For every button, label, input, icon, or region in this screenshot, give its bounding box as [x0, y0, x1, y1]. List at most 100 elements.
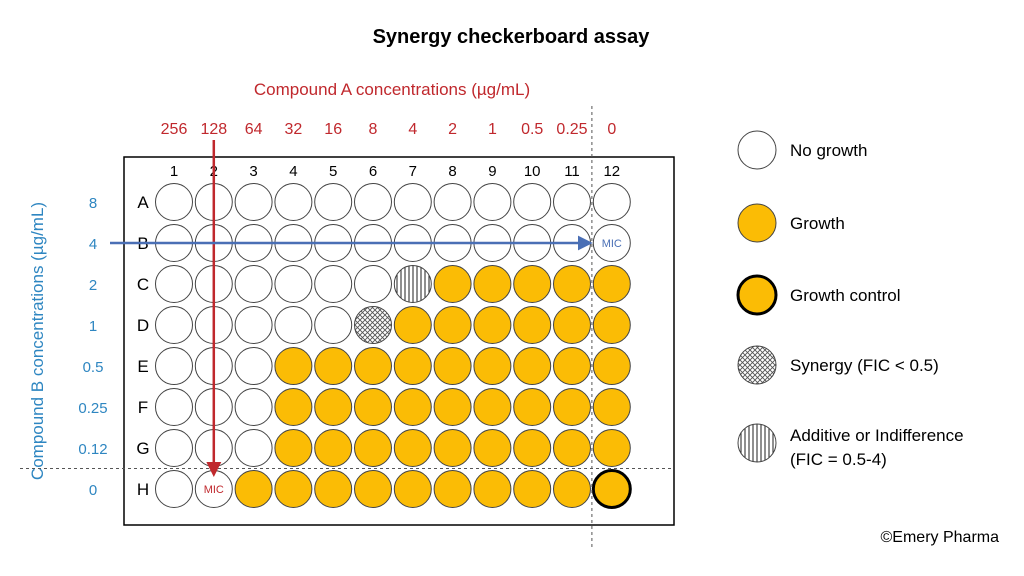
well-H1	[155, 470, 193, 508]
well-F5	[314, 388, 353, 426]
well-A10	[513, 183, 552, 221]
well-G1	[155, 429, 193, 467]
well-E5	[314, 347, 353, 385]
well-C4	[274, 265, 313, 303]
well-A11	[553, 183, 591, 221]
well-G7	[393, 429, 432, 467]
column-label: 5	[329, 163, 337, 180]
well-D9	[473, 306, 512, 344]
well-A5	[314, 183, 353, 221]
column-label: 10	[524, 163, 541, 180]
compound-a-tick: 0	[607, 121, 616, 138]
well-A1	[155, 183, 193, 221]
mic-label: MIC	[602, 238, 622, 250]
well-C10	[513, 265, 552, 303]
column-label: 6	[369, 163, 377, 180]
well-G5	[314, 429, 353, 467]
well-grid: MIC MIC	[155, 183, 632, 509]
well-B12	[592, 224, 631, 262]
well-F10	[513, 388, 552, 426]
compound-a-tick: 64	[245, 121, 263, 138]
well-A8	[433, 183, 472, 221]
well-H7	[393, 470, 432, 508]
well-F4	[274, 388, 313, 426]
well-C9	[473, 265, 512, 303]
legend-label: Synergy (FIC < 0.5)	[790, 356, 939, 375]
compound-a-tick: 128	[200, 121, 227, 138]
well-E12	[592, 347, 631, 385]
well-D4	[274, 306, 313, 344]
well-E4	[274, 347, 313, 385]
well-E6	[354, 347, 392, 385]
legend-label: Additive or Indifference	[790, 426, 964, 445]
well-A12	[592, 183, 631, 221]
well-D1	[155, 306, 193, 344]
well-C5	[314, 265, 353, 303]
compound-b-tick: 0.5	[83, 359, 104, 376]
legend-swatch-growth	[737, 203, 777, 243]
well-A9	[473, 183, 512, 221]
well-H6	[354, 470, 392, 508]
compound-a-tick: 32	[285, 121, 303, 138]
well-C12	[592, 265, 631, 303]
well-H4	[274, 470, 313, 508]
compound-a-tick: 1	[488, 121, 497, 138]
well-E8	[433, 347, 472, 385]
well-D7	[393, 306, 432, 344]
well-H10	[513, 470, 552, 508]
compound-b-tick: 0.12	[78, 441, 107, 458]
well-E1	[155, 347, 193, 385]
mic-label: MIC	[204, 484, 224, 496]
well-E3	[234, 347, 273, 385]
well-F1	[155, 388, 193, 426]
well-F7	[393, 388, 432, 426]
row-label: F	[138, 398, 148, 417]
legend-label: Growth	[790, 214, 845, 233]
compound-a-tick: 4	[408, 121, 417, 138]
well-E7	[393, 347, 432, 385]
well-G8	[433, 429, 472, 467]
row-label: C	[137, 275, 149, 294]
well-H9	[473, 470, 512, 508]
well-D3	[234, 306, 273, 344]
diagram-title: Synergy checkerboard assay	[373, 26, 651, 48]
row-label: D	[137, 316, 149, 335]
well-E9	[473, 347, 512, 385]
well-C11	[553, 265, 591, 303]
well-D11	[553, 306, 591, 344]
well-A6	[354, 183, 392, 221]
column-label: 11	[564, 163, 580, 180]
compound-a-tick: 0.25	[556, 121, 587, 138]
well-H8	[433, 470, 472, 508]
well-F9	[473, 388, 512, 426]
column-label: 3	[249, 163, 257, 180]
compound-b-tick: 4	[89, 236, 97, 253]
legend-swatch-synergy	[737, 345, 777, 385]
legend-swatch-additive	[737, 423, 777, 463]
well-E11	[553, 347, 591, 385]
column-label: 7	[409, 163, 417, 180]
well-H12	[591, 469, 632, 509]
column-label: 9	[488, 163, 496, 180]
column-label: 12	[603, 163, 620, 180]
compound-a-tick: 0.5	[521, 121, 543, 138]
well-A3	[234, 183, 273, 221]
well-H11	[553, 470, 591, 508]
legend-label: No growth	[790, 141, 867, 160]
compound-b-tick: 2	[89, 277, 97, 294]
well-G11	[553, 429, 591, 467]
well-G10	[513, 429, 552, 467]
well-C8	[433, 265, 472, 303]
well-E10	[513, 347, 552, 385]
well-G3	[234, 429, 273, 467]
well-G9	[473, 429, 512, 467]
column-label: 4	[289, 163, 297, 180]
well-G4	[274, 429, 313, 467]
well-F3	[234, 388, 273, 426]
legend-label: Growth control	[790, 286, 901, 305]
well-D8	[433, 306, 472, 344]
well-C6	[354, 265, 392, 303]
well-C1	[155, 265, 193, 303]
